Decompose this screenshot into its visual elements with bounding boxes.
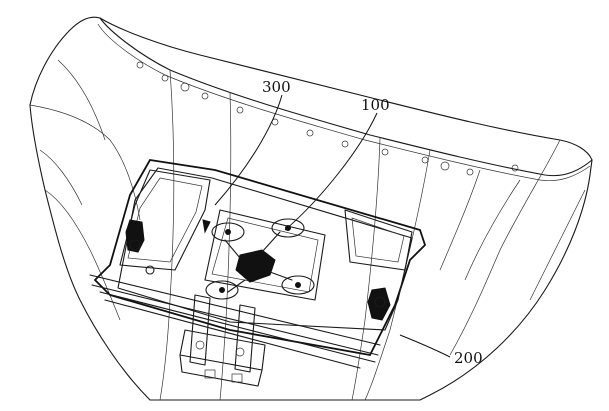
leader-100 (284, 112, 378, 231)
leader-300 (214, 94, 283, 206)
right-actuator (367, 287, 391, 321)
lower-bracket (179, 294, 266, 387)
drone (205, 218, 315, 300)
mount-frame (89, 159, 427, 387)
ref-label-300: 300 (262, 78, 291, 96)
front-edge-fasteners (136, 61, 519, 176)
hood-panel (29, 16, 593, 401)
left-actuator (125, 219, 155, 275)
leader-200 (399, 334, 451, 358)
ref-label-200: 200 (454, 349, 483, 367)
reference-labels: 300 100 200 (214, 78, 483, 367)
ref-label-100: 100 (361, 96, 390, 114)
